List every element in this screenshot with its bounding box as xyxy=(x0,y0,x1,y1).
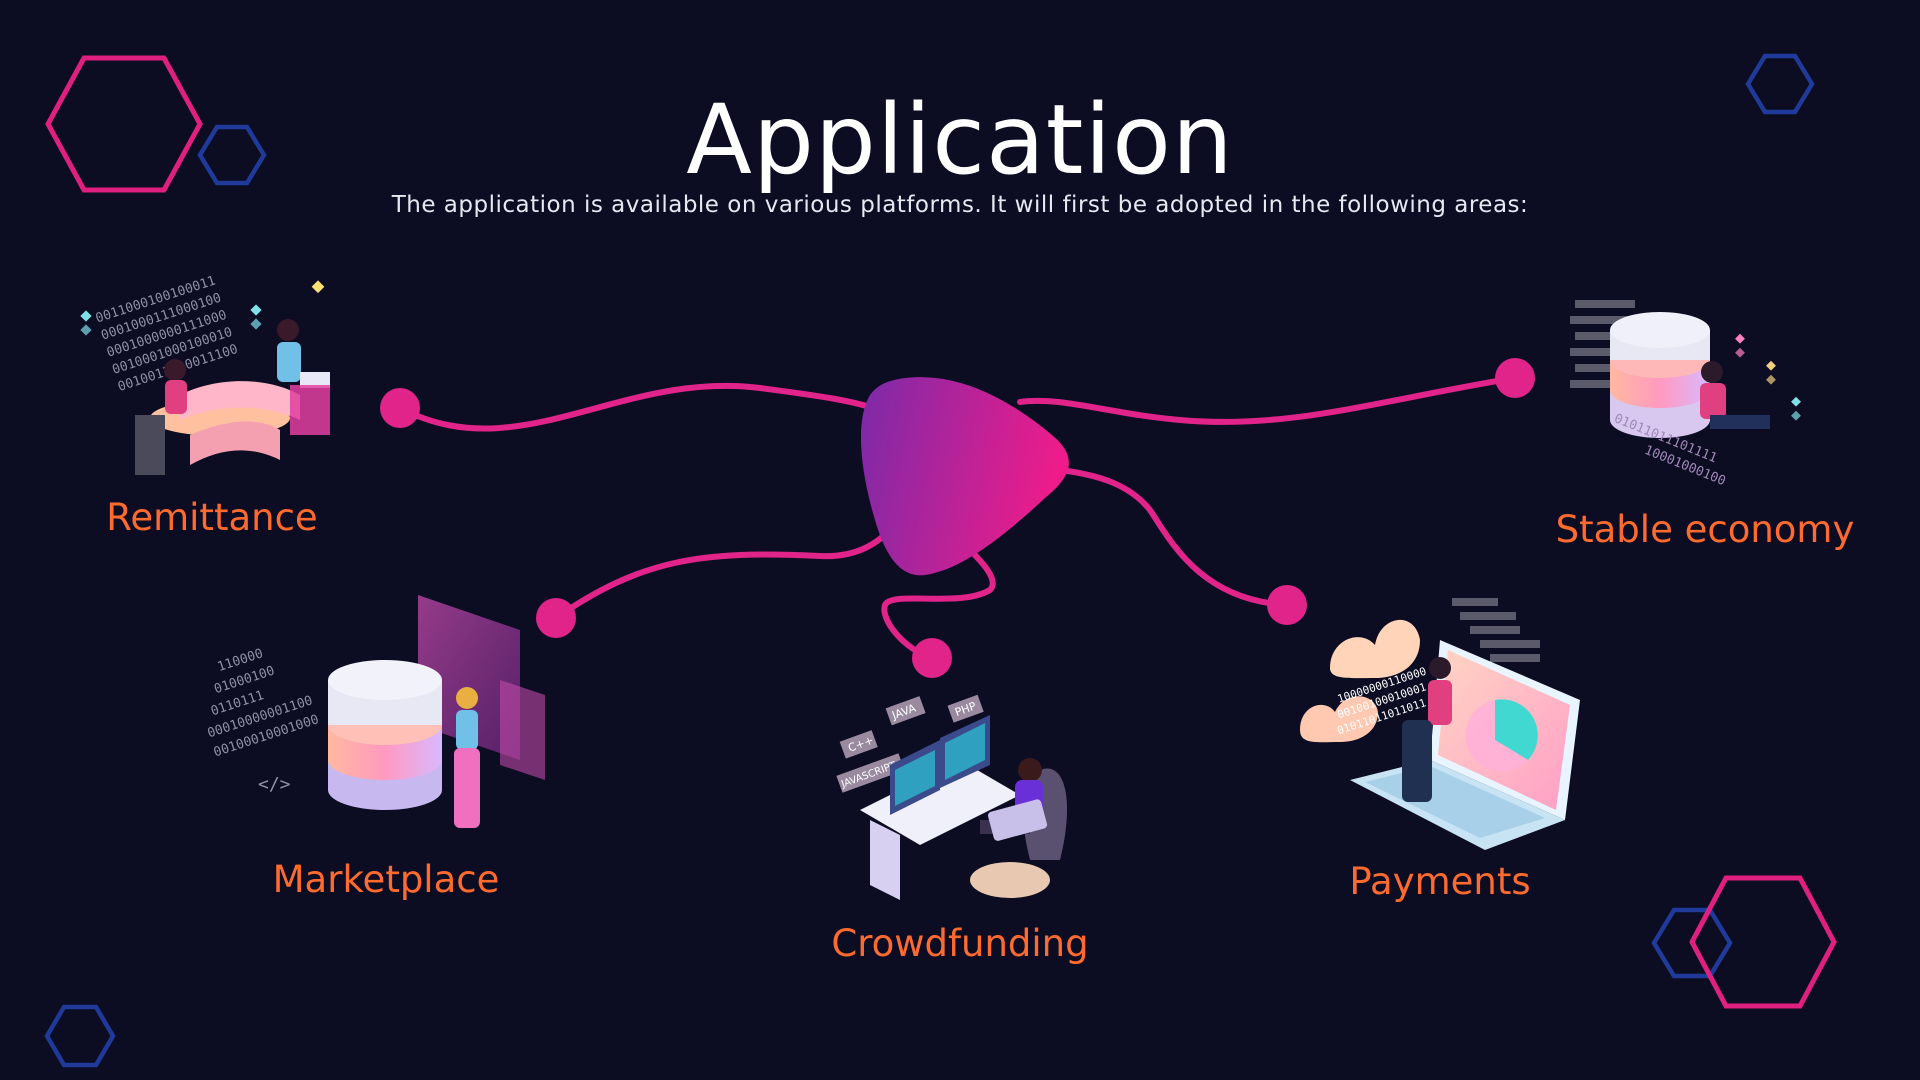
connector-dots xyxy=(380,358,1535,678)
area-label-payments: Payments xyxy=(1349,860,1531,903)
svg-text:</>: </> xyxy=(258,774,291,795)
database-dashboard-illustration-icon: 110000 01000100 0110111 00010000001100 0… xyxy=(206,595,545,828)
hexagon-decor-icon xyxy=(44,53,1837,1068)
developer-workstation-illustration-icon: C++ JAVA PHP JAVASCRIPT xyxy=(836,694,1068,900)
remittance-illustration-icon: 0011000100100011 0001000111000100 000100… xyxy=(80,273,330,475)
area-label-remittance: Remittance xyxy=(106,496,318,539)
connector-lines xyxy=(397,375,1518,661)
area-label-stable-economy: Stable economy xyxy=(1555,508,1855,551)
area-label-marketplace: Marketplace xyxy=(272,858,500,901)
area-label-crowdfunding: Crowdfunding xyxy=(831,922,1089,965)
laptop-cloud-payments-illustration-icon: 10000000110000 00100100010001 0101101101… xyxy=(1300,598,1580,850)
hub-icon xyxy=(860,377,1069,576)
page-subtitle: The application is available on various … xyxy=(391,192,1529,218)
database-user-illustration-icon: 01011011101111 10001000100 xyxy=(1570,300,1801,489)
page-title: Application xyxy=(686,84,1234,196)
